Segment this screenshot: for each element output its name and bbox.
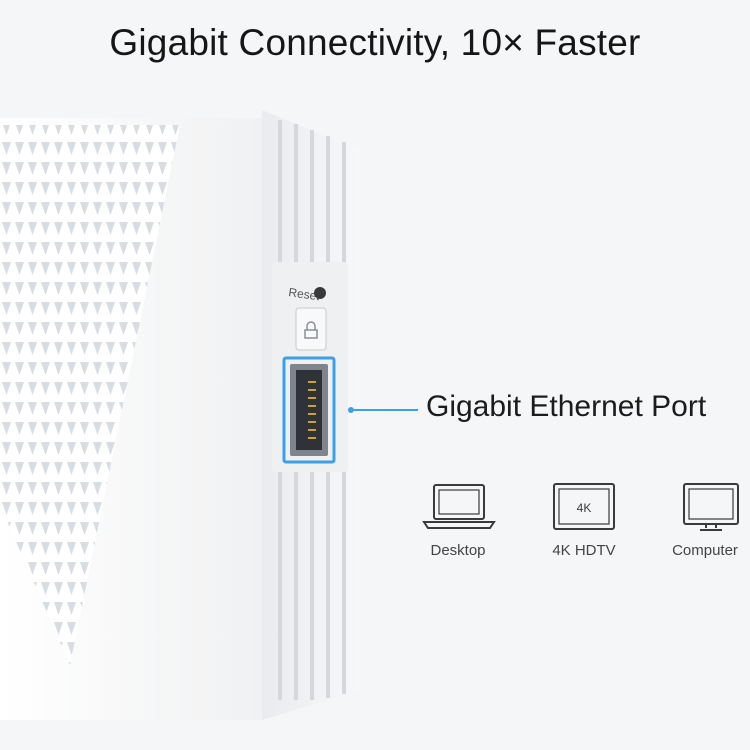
tv-icon	[553, 483, 615, 530]
device-item-4k-hdtv: 4K HDTV	[534, 482, 634, 559]
headline: Gigabit Connectivity, 10× Faster	[109, 22, 641, 63]
tv-screen-text: 4K	[577, 501, 592, 515]
device-item-computer: Computer	[660, 482, 750, 559]
wps-button	[295, 307, 327, 351]
port-pins	[308, 381, 316, 439]
callout-dot	[348, 407, 354, 413]
monitor-icon	[683, 483, 739, 531]
reset-label: Reset	[288, 285, 322, 303]
laptop-icon	[422, 484, 496, 529]
reset-pinhole	[314, 287, 326, 299]
device-item-desktop: Desktop	[408, 482, 508, 559]
vent-grille	[0, 125, 180, 665]
lock-icon	[304, 321, 318, 339]
device-label-4k-hdtv: 4K HDTV	[552, 542, 616, 559]
ethernet-port-callout: Gigabit Ethernet Port	[426, 390, 707, 423]
device-label-computer: Computer	[672, 542, 738, 559]
ethernet-port-highlight	[282, 356, 336, 464]
device-label-desktop: Desktop	[430, 542, 486, 559]
